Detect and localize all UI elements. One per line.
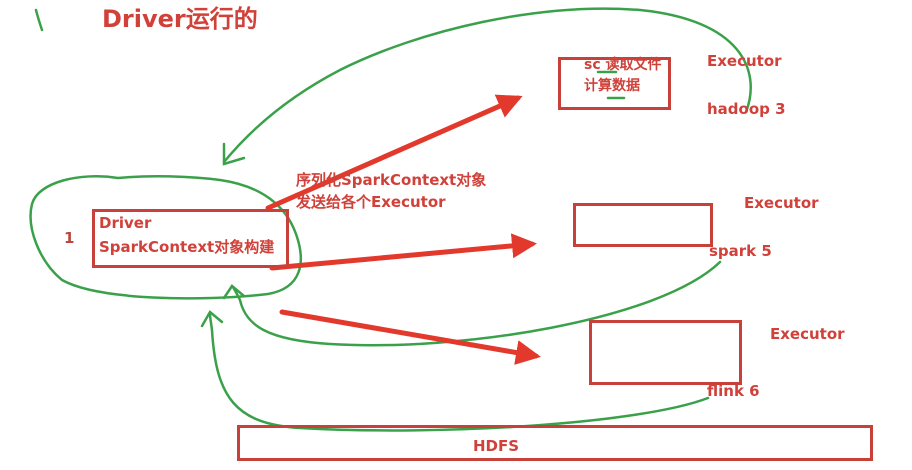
executor-3-host: flink 6 [707,382,760,400]
executor-1-task-line1: sc 读取文件 [584,57,662,73]
executor-3-box [589,320,742,385]
hdfs-label: HDFS [473,437,520,455]
executor-3-label: Executor [770,325,845,343]
executor-2-box [573,203,713,247]
driver-sparkcontext-label: SparkContext对象构建 [99,238,275,256]
executor-1-task-line2: 计算数据 [584,78,640,94]
page-title: Driver运行的 [102,5,258,33]
arrow-to-executor-1 [265,94,523,211]
return-path-hadoop [222,7,752,164]
return-path-hadoop-arrow [222,142,246,166]
executor-1-label: Executor [707,52,782,70]
executor-1-host: hadoop 3 [707,100,786,118]
hdfs-box [237,425,873,461]
return-path-flink-arrow [200,310,224,328]
executor-2-host: spark 5 [709,242,772,260]
serialize-note-line1: 序列化SparkContext对象 [296,171,487,189]
driver-index: 1 [64,229,75,247]
executor-1-box [558,57,671,110]
driver-box [92,209,289,268]
return-path-spark [230,260,722,347]
executor-2-label: Executor [744,194,819,212]
driver-enclosure-stroke [29,175,303,300]
return-path-spark-arrow [222,284,246,300]
arrow-to-executor-2 [269,233,537,271]
corner-tick-stroke [34,8,44,32]
serialize-note-line2: 发送给各个Executor [296,193,446,211]
driver-label: Driver [99,214,152,232]
arrow-to-executor-3 [279,309,541,365]
